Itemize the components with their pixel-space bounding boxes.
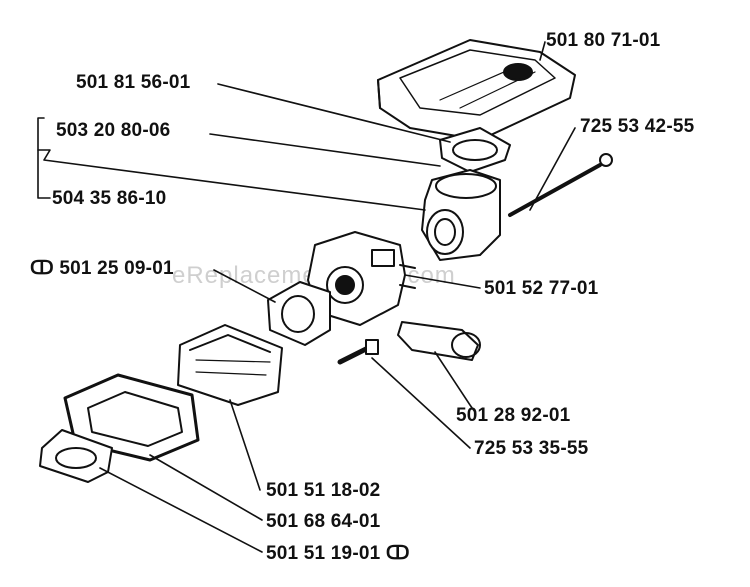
part-label-sleeve: 501 28 92-01 xyxy=(456,405,571,426)
part-label-filter-housing: 501 68 64-01 xyxy=(266,511,381,532)
part-label-rod: 725 53 42-55 xyxy=(580,116,695,137)
filter-shape xyxy=(177,324,283,406)
sleeve-shape xyxy=(397,321,481,361)
housing-shape xyxy=(421,169,501,261)
leader-lines xyxy=(37,41,576,553)
upper-gasket-shape xyxy=(439,127,511,173)
screw-shape xyxy=(337,339,379,365)
middle-gasket-shape xyxy=(267,281,331,346)
carburetor-shape xyxy=(307,231,416,326)
part-label-filter: 501 51 18-02 xyxy=(266,480,381,501)
part-label-screw: 725 53 35-55 xyxy=(474,438,589,459)
part-label-upper-gasket: 501 81 56-01 xyxy=(76,72,191,93)
part-label-top-cover: 501 80 71-01 xyxy=(546,30,661,51)
part-label-carburetor: 501 52 77-01 xyxy=(484,278,599,299)
part-label-middle-gasket: ↀ 501 25 09-01 xyxy=(30,258,174,279)
part-label-lower-gasket: 501 51 19-01 ↀ xyxy=(266,543,410,564)
rod-shape xyxy=(508,153,613,217)
top-cover-shape xyxy=(377,39,576,141)
part-label-housing-a: 503 20 80-06 xyxy=(56,120,171,141)
part-label-housing-b: 504 35 86-10 xyxy=(52,188,167,209)
